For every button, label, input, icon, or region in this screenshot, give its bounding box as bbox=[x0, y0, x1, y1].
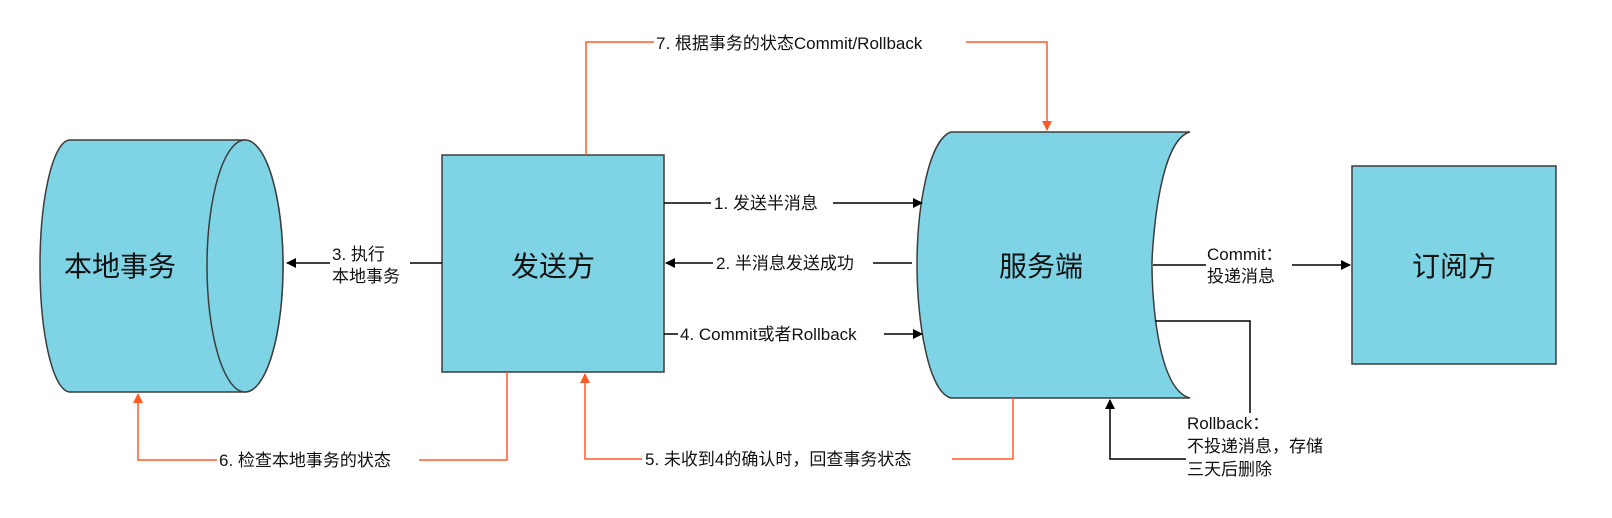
edge-step1-send-half-message[interactable]: 1. 发送半消息 bbox=[664, 193, 923, 213]
label-background bbox=[1186, 413, 1346, 479]
edge-rollback-store[interactable]: Rollback： 不投递消息，存储 三天后删除 bbox=[1105, 320, 1346, 479]
node-label: 本地事务 bbox=[64, 250, 176, 283]
edge-label: 2. 半消息发送成功 bbox=[716, 254, 854, 273]
label-background bbox=[217, 450, 419, 470]
edge-step3-execute-local-tx[interactable]: 3. 执行 本地事务 bbox=[286, 244, 442, 286]
node-producer[interactable]: 发送方 bbox=[441, 154, 665, 373]
edge-label: 1. 发送半消息 bbox=[714, 194, 818, 213]
edge-label: 6. 检查本地事务的状态 bbox=[219, 451, 391, 470]
edge-label-line-2: 本地事务 bbox=[332, 267, 400, 286]
label-background bbox=[330, 244, 410, 286]
cylinder-end-cap bbox=[206, 139, 284, 393]
edge-label-line-1: 3. 执行 bbox=[332, 245, 385, 264]
edge-label-line-1: Rollback： bbox=[1187, 414, 1269, 433]
edge-label-line-2: 投递消息 bbox=[1207, 267, 1275, 286]
label-background bbox=[642, 449, 952, 469]
edge-step7-commit-rollback-by-state[interactable]: 7. 根据事务的状态Commit/Rollback bbox=[585, 32, 1052, 155]
node-label: 订阅方 bbox=[1412, 250, 1496, 283]
edge-label-line-2: 不投递消息，存储 bbox=[1187, 437, 1323, 456]
label-background bbox=[654, 32, 966, 52]
subscriber-box bbox=[1351, 165, 1557, 365]
edge-label-line-1: Commit： bbox=[1207, 245, 1283, 264]
edge-step2-half-message-success[interactable]: 2. 半消息发送成功 bbox=[665, 253, 912, 273]
label-background bbox=[678, 324, 884, 344]
broker-shape bbox=[916, 131, 1191, 399]
node-subscriber[interactable]: 订阅方 bbox=[1351, 165, 1557, 365]
edge-step4-commit-or-rollback[interactable]: 4. Commit或者Rollback bbox=[664, 324, 923, 344]
edge-label: 7. 根据事务的状态Commit/Rollback bbox=[656, 34, 923, 53]
edge-label: 5. 未收到4的确认时，回查事务状态 bbox=[645, 450, 911, 469]
label-background bbox=[713, 253, 873, 273]
edge-label: 4. Commit或者Rollback bbox=[680, 325, 857, 344]
node-label: 服务端 bbox=[999, 250, 1083, 283]
node-local-transaction[interactable]: 本地事务 bbox=[39, 139, 284, 393]
producer-box bbox=[441, 154, 665, 373]
label-background bbox=[711, 193, 833, 213]
edge-step5-check-back[interactable]: 5. 未收到4的确认时，回查事务状态 bbox=[580, 373, 1014, 469]
node-broker[interactable]: 服务端 bbox=[916, 131, 1191, 399]
label-background bbox=[1206, 245, 1292, 287]
edge-commit-deliver[interactable]: Commit： 投递消息 bbox=[1153, 245, 1351, 287]
node-label: 发送方 bbox=[511, 250, 595, 283]
edge-label-line-3: 三天后删除 bbox=[1187, 460, 1272, 479]
edge-step6-check-local-tx[interactable]: 6. 检查本地事务的状态 bbox=[133, 372, 508, 470]
